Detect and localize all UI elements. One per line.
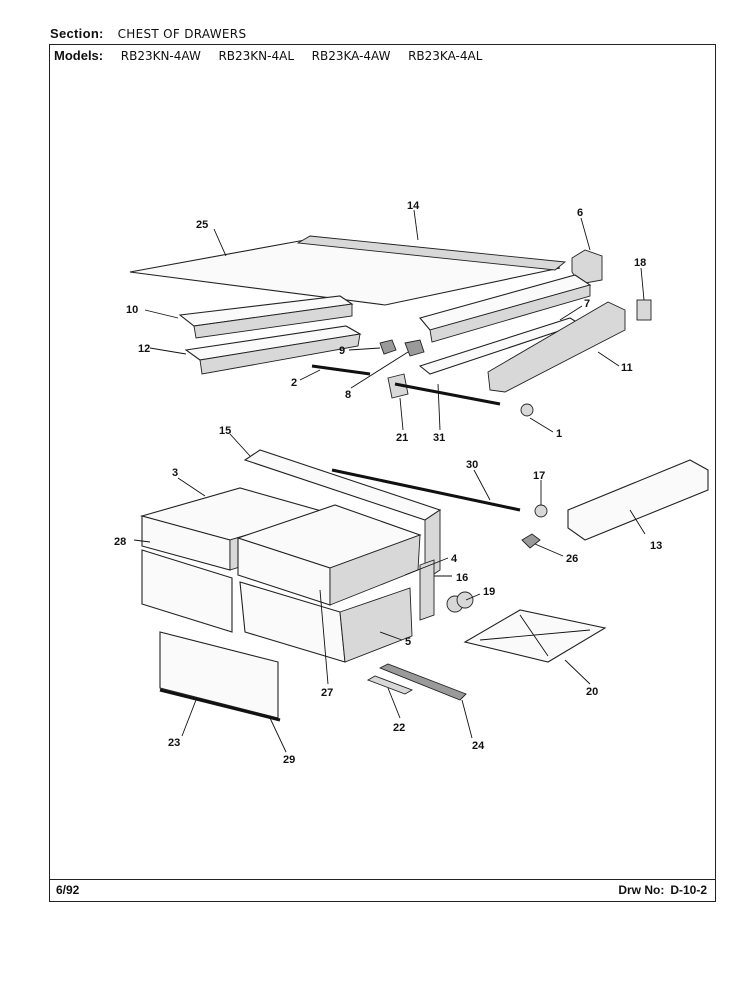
callout-29: 29 (283, 754, 295, 766)
drawing-number: Drw No: D-10-2 (618, 883, 707, 897)
callout-27: 27 (321, 687, 333, 699)
right-drawer-rail (567, 459, 709, 541)
callout-3: 3 (172, 467, 178, 479)
callout-leaders (133, 209, 646, 753)
trim-strip (159, 688, 281, 722)
callout-17: 17 (533, 470, 545, 482)
left-drawer-face-panel (141, 549, 233, 633)
callout-26: 26 (566, 553, 578, 565)
callout-10: 10 (126, 304, 138, 316)
left-lower-rail-face (199, 333, 361, 375)
callout-19: 19 (483, 586, 495, 598)
footer-date: 6/92 (56, 883, 80, 897)
callout-16: 16 (456, 572, 468, 584)
model-number: RB23KN-4AW (120, 49, 201, 63)
slide-rail-track (378, 663, 467, 701)
model-number: RB23KA-4AW (311, 49, 391, 63)
section-value: CHEST OF DRAWERS (117, 27, 247, 41)
left-upper-rail-face (193, 303, 353, 339)
models-row: Models: RB23KN-4AW RB23KN-4AL RB23KA-4AW… (54, 48, 482, 63)
fastener-nut (520, 403, 534, 417)
models-label: Models: (54, 48, 104, 63)
callout-4: 4 (451, 553, 458, 565)
shelf-end-cap (571, 249, 603, 285)
support-rod (311, 364, 371, 376)
lower-drawer-bin-side (339, 587, 413, 663)
diagram-frame: Models: RB23KN-4AW RB23KN-4AL RB23KA-4AW… (49, 44, 716, 902)
footer-divider (50, 879, 715, 880)
section-label: Section: (50, 26, 104, 41)
bracket-small (404, 339, 425, 357)
callout-15: 15 (219, 425, 231, 437)
drawer-clip (456, 591, 474, 609)
callout-20: 20 (586, 686, 598, 698)
model-number: RB23KA-4AL (408, 49, 483, 63)
cam-knob (534, 504, 548, 518)
drawing-number-value: D-10-2 (670, 883, 707, 897)
callout-numbers: 1 2 3 4 5 6 7 8 9 10 11 12 13 14 15 16 1… (114, 200, 662, 766)
drawing-label: Drw No: (618, 883, 665, 897)
frame-brace (479, 629, 591, 641)
callout-5: 5 (405, 636, 411, 648)
callout-8: 8 (345, 389, 351, 401)
callout-21: 21 (396, 432, 408, 444)
callout-9: 9 (339, 345, 345, 357)
bracket-small (379, 339, 397, 355)
slide-rail-strip (366, 675, 414, 695)
mounting-clip (636, 299, 652, 321)
shelf-front-rail-face (429, 284, 591, 343)
callout-12: 12 (138, 343, 150, 355)
callout-1: 1 (556, 428, 562, 440)
callout-22: 22 (393, 722, 405, 734)
right-support-bracket (487, 301, 626, 393)
callout-23: 23 (168, 737, 180, 749)
callout-24: 24 (472, 740, 485, 752)
callout-7: 7 (584, 298, 590, 310)
model-number: RB23KN-4AL (218, 49, 294, 63)
callout-25: 25 (196, 219, 208, 231)
callout-30: 30 (466, 459, 478, 471)
callout-6: 6 (577, 207, 583, 219)
chest-side-panel (419, 559, 435, 621)
frame-brace (519, 614, 549, 657)
callout-31: 31 (433, 432, 445, 444)
rear-rod (331, 468, 521, 512)
glass-shelf-panel (129, 239, 561, 306)
callout-2: 2 (291, 377, 297, 389)
rear-shelf-trim (296, 235, 567, 271)
callout-11: 11 (621, 362, 633, 374)
callout-18: 18 (634, 257, 646, 269)
callout-13: 13 (650, 540, 662, 552)
section-heading: Section: CHEST OF DRAWERS (50, 26, 246, 41)
cross-rod (394, 382, 501, 406)
callout-28: 28 (114, 536, 126, 548)
callout-14: 14 (407, 200, 420, 212)
crisper-cover-frame (463, 609, 607, 663)
rail-clip (521, 533, 541, 549)
